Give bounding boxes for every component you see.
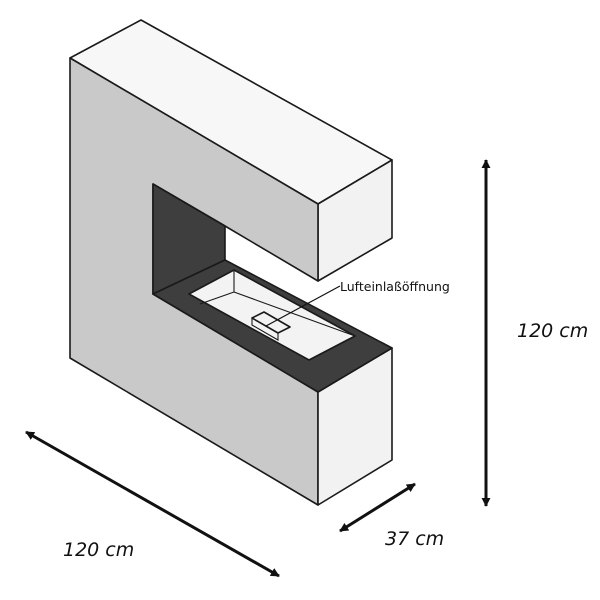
tray-inner-edge-left xyxy=(199,291,235,305)
width-label: 120 cm xyxy=(63,539,134,561)
callout-label: Lufteinlaßöffnung xyxy=(340,279,450,294)
depth-label: 37 cm xyxy=(385,528,444,550)
width-arrow xyxy=(25,430,280,578)
depth-arrow xyxy=(339,482,416,533)
air-inlet-slot xyxy=(251,311,291,334)
callout-leader xyxy=(265,285,341,327)
air-inlet-slot-depth xyxy=(251,318,279,341)
height-label: 120 cm xyxy=(517,320,588,342)
